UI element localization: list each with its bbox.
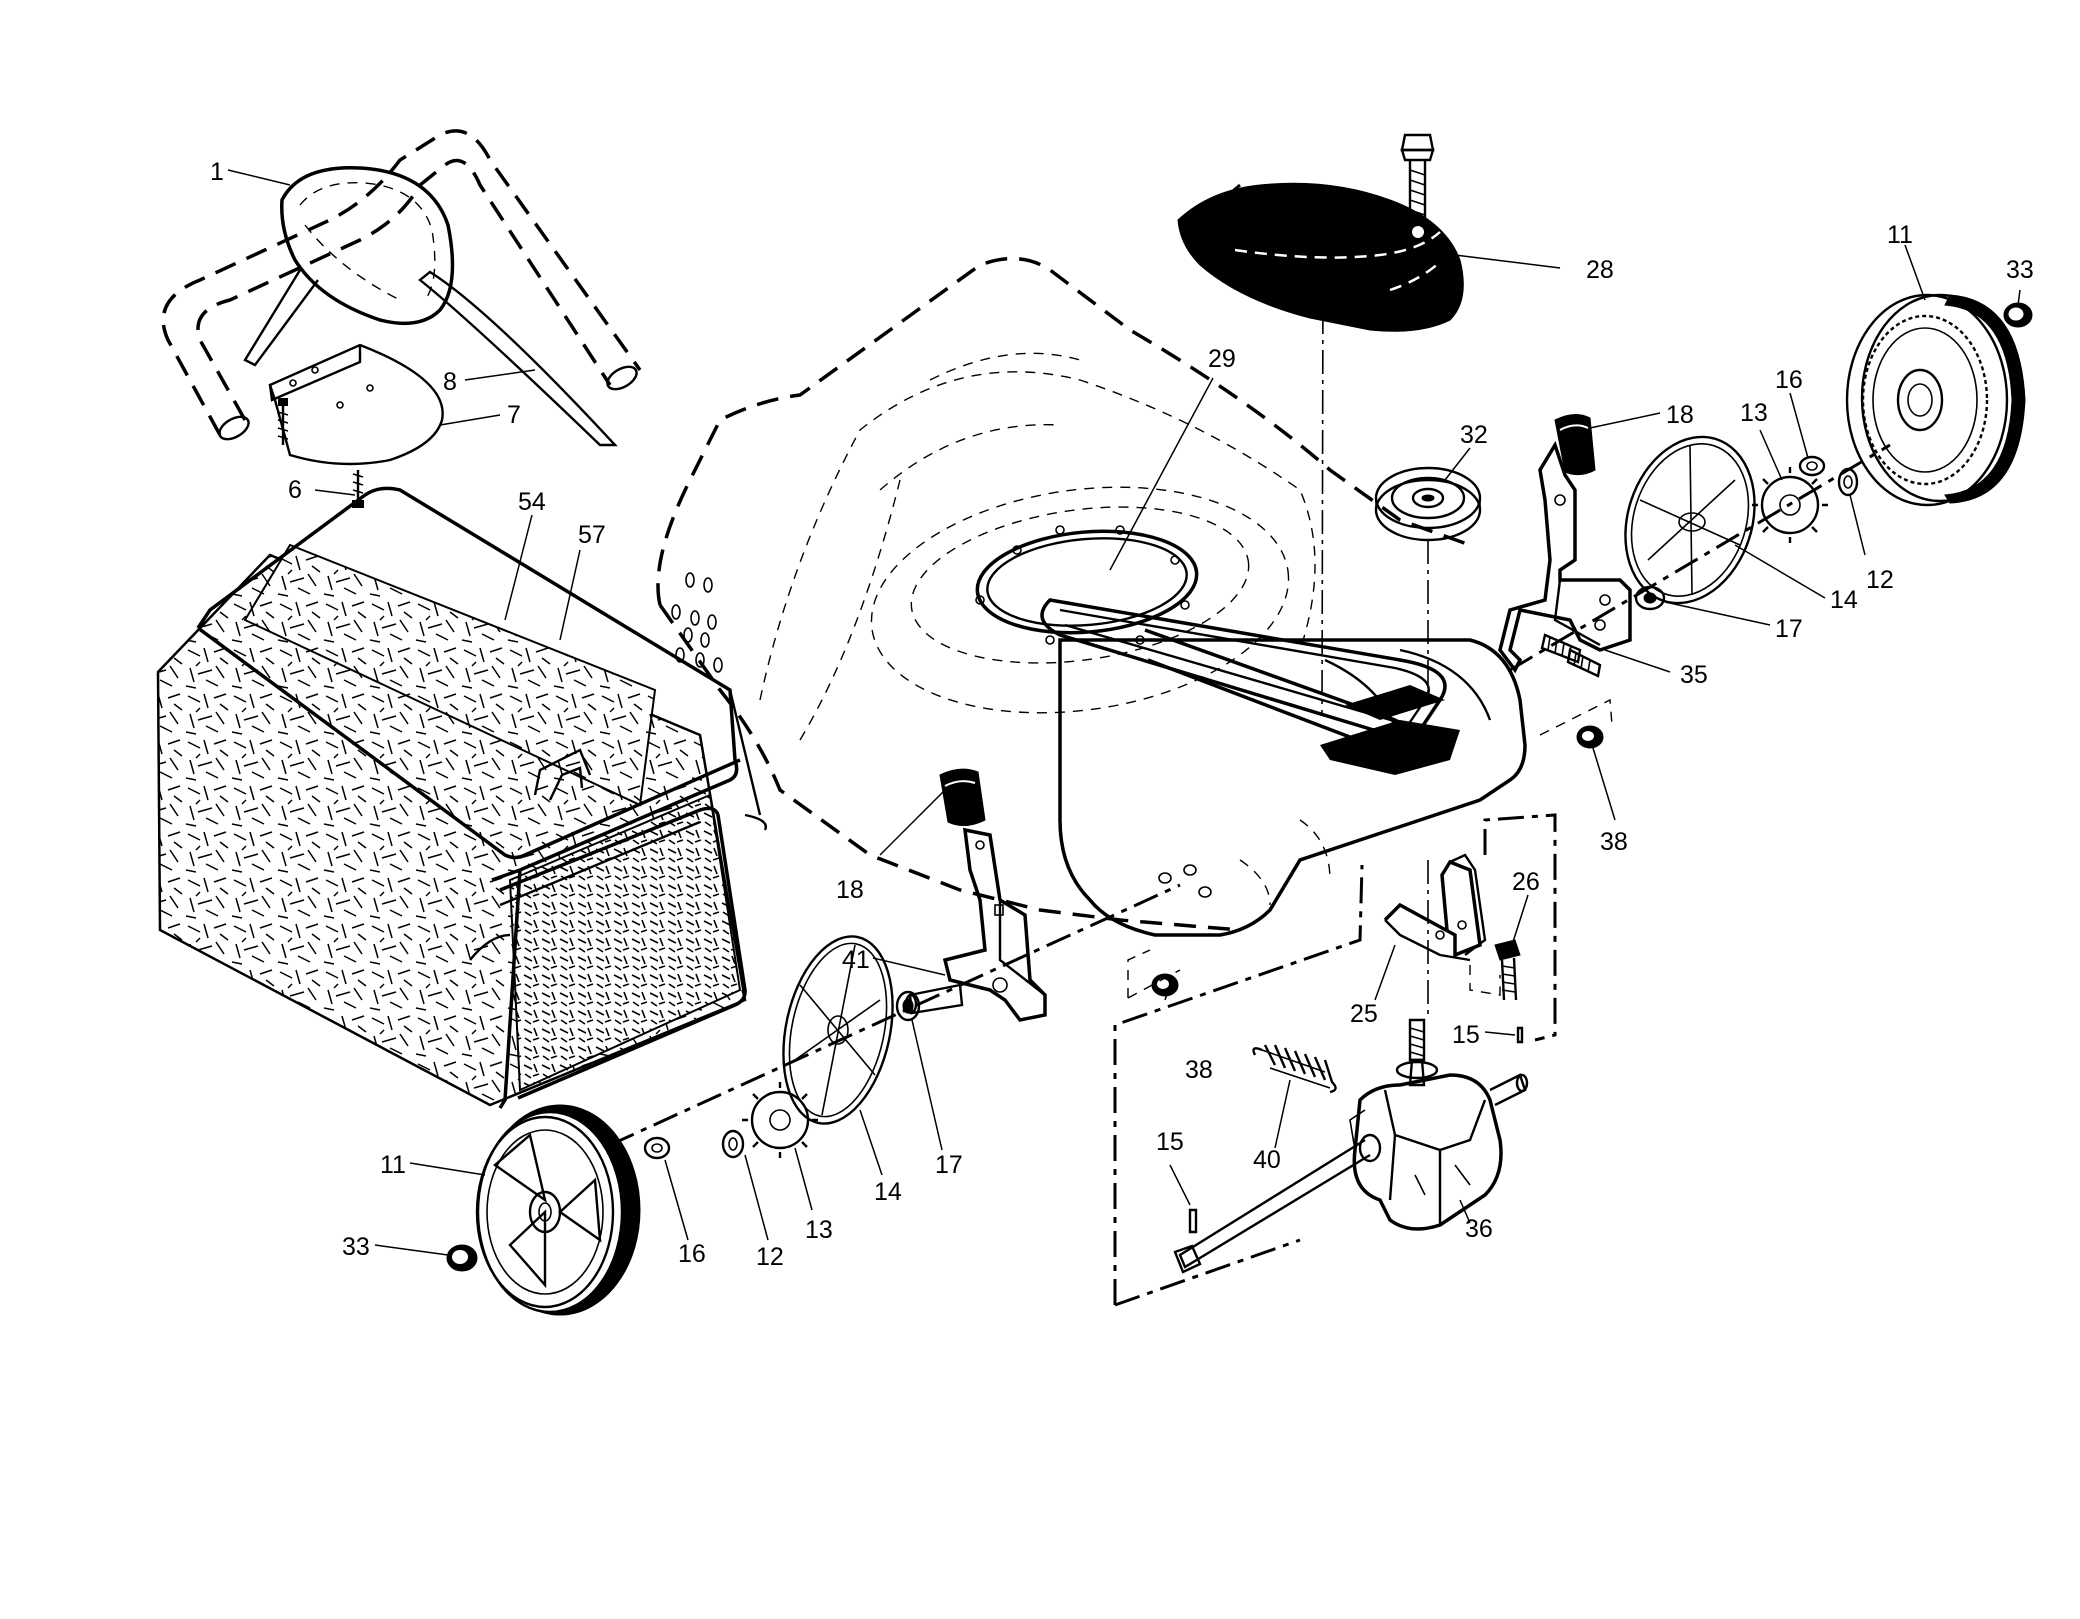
callout-8: 8	[443, 368, 457, 396]
callout-11-left: 11	[380, 1151, 406, 1179]
screw-icon	[352, 470, 364, 508]
bolt-icon	[1400, 133, 1435, 230]
belt-cover	[1177, 133, 1464, 332]
screw-icon	[277, 398, 289, 445]
callout-33-left: 33	[342, 1233, 370, 1261]
callout-labels: 1 8 7 6 54 57 29 28 11 33 32 18 13 16 12…	[210, 158, 2034, 1271]
callout-15-upper: 15	[1452, 1021, 1480, 1049]
callout-13-right: 13	[1740, 399, 1768, 427]
callout-18-left: 18	[836, 876, 864, 904]
callout-6: 6	[288, 476, 302, 504]
pulley	[1374, 466, 1482, 542]
grass-bag	[156, 486, 767, 1109]
callout-15-lower: 15	[1156, 1128, 1184, 1156]
callout-36: 36	[1465, 1215, 1493, 1243]
callout-32: 32	[1460, 421, 1488, 449]
callout-35: 35	[1680, 661, 1708, 689]
gear-icon	[742, 1082, 818, 1158]
gear-icon	[1752, 467, 1828, 543]
callout-54: 54	[518, 488, 546, 516]
callout-16-right: 16	[1775, 366, 1803, 394]
callout-17-right: 17	[1775, 615, 1803, 643]
mower-deck	[656, 256, 1527, 937]
callout-25: 25	[1350, 1000, 1378, 1028]
right-wheel-assembly	[1498, 293, 2033, 749]
left-wheel-assembly	[446, 768, 1212, 1316]
callout-40: 40	[1253, 1146, 1281, 1174]
handle-assembly	[161, 129, 642, 508]
leader-lines	[227, 169, 2021, 1256]
callout-57: 57	[578, 521, 606, 549]
spring-icon	[1252, 1044, 1337, 1094]
screw-icon	[1494, 939, 1521, 1001]
callout-1: 1	[210, 158, 224, 186]
callout-38-right: 38	[1600, 828, 1628, 856]
callout-11-right: 11	[1887, 221, 1913, 249]
callout-29: 29	[1208, 345, 1236, 373]
callout-12-left: 12	[756, 1243, 784, 1271]
callout-14-right: 14	[1830, 586, 1858, 614]
callout-7: 7	[507, 401, 521, 429]
callout-14-left: 14	[874, 1178, 902, 1206]
callout-18-right: 18	[1666, 401, 1694, 429]
callout-28: 28	[1586, 256, 1614, 284]
callout-12-right: 12	[1866, 566, 1894, 594]
deck-holes	[671, 572, 723, 673]
callout-17-left: 17	[935, 1151, 963, 1179]
callout-16-left: 16	[678, 1240, 706, 1268]
callout-13-left: 13	[805, 1216, 833, 1244]
callout-41: 41	[842, 946, 870, 974]
callout-38-left: 38	[1185, 1056, 1213, 1084]
transmission-assembly	[1113, 813, 1557, 1307]
callout-33-right: 33	[2006, 256, 2034, 284]
callout-26: 26	[1512, 868, 1540, 896]
